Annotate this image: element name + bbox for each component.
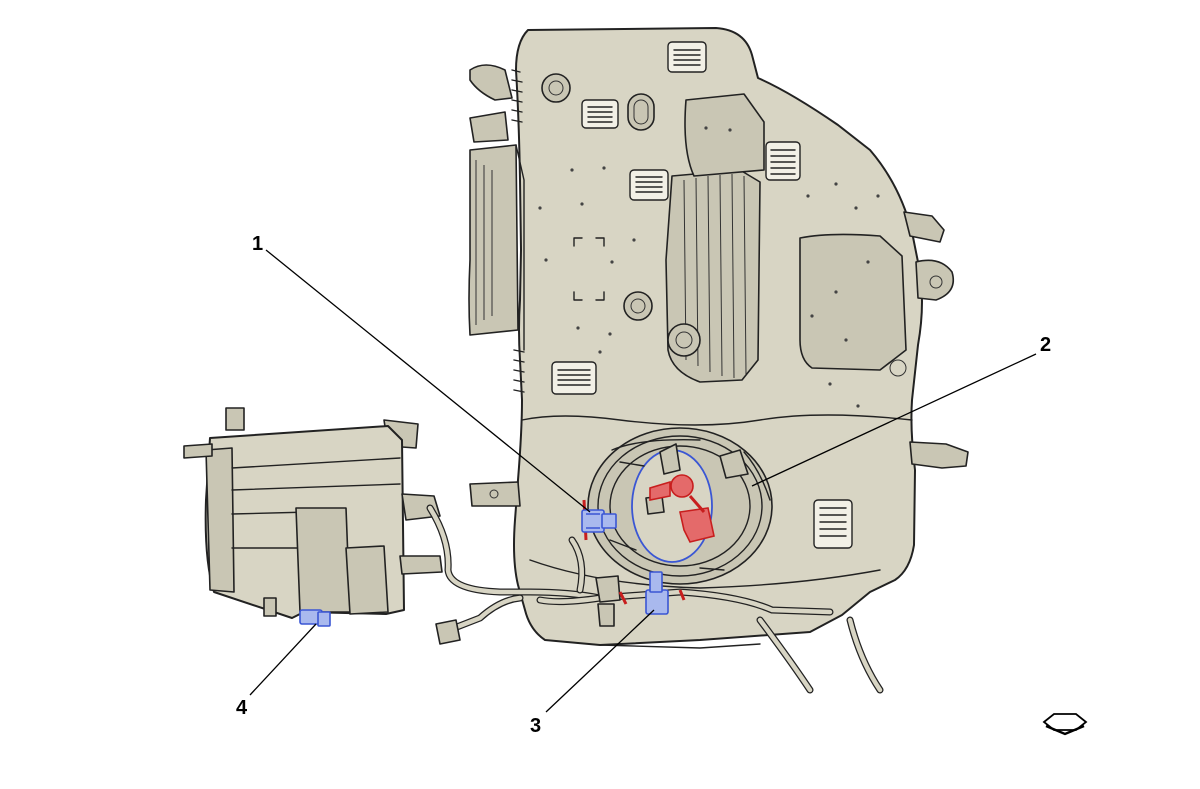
fuel-pump-sender-highlight [582,474,715,605]
callout-3: 3 [530,715,541,737]
tank-vent [667,41,707,73]
tank-surface-dots [538,126,880,408]
connector-3 [645,571,669,615]
tank-left-ribs [511,69,525,393]
fuel-pump-module [587,427,773,585]
fuel-hoses [426,504,884,694]
tank-vent [551,361,597,395]
callout-2: 2 [1040,334,1051,356]
evap-canister [183,407,443,619]
view-direction-arrow-icon [1042,713,1088,736]
tank-vent [581,99,619,129]
callout-4: 4 [236,697,248,719]
connector-4 [299,609,331,627]
tank-vent [813,499,853,549]
tank-vent [765,141,801,181]
leader-lines [249,249,1037,713]
connector-1 [581,509,617,533]
callout-1: 1 [252,233,263,255]
tank-vent [629,169,669,201]
